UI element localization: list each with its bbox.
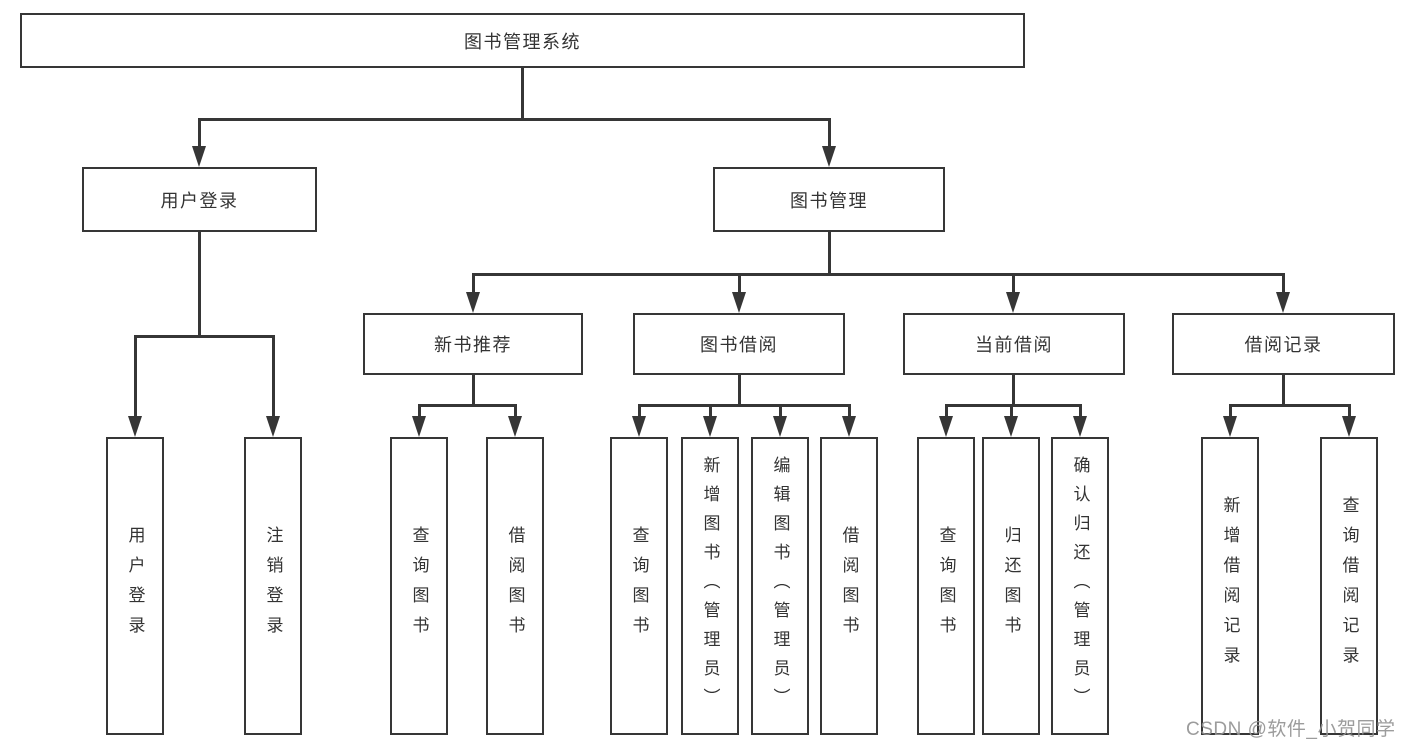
connector-line (272, 335, 275, 416)
connector-line (472, 273, 1284, 276)
leaf-query-books-current: 查询图书 (917, 437, 975, 735)
node-label: 图书借阅 (700, 335, 778, 355)
connector-line (1229, 404, 1350, 407)
connector-line (945, 404, 1081, 407)
connector-line (738, 273, 741, 292)
connector-line (828, 118, 831, 146)
down-arrowhead (1004, 416, 1018, 437)
down-arrowhead (508, 416, 522, 437)
connector-line (198, 118, 830, 121)
leaf-label: 归还图书 (1001, 526, 1021, 646)
connector-line (848, 404, 851, 416)
down-arrowhead (703, 416, 717, 437)
connector-line (418, 404, 516, 407)
down-arrowhead (1223, 416, 1237, 437)
node-new-book-recommendation: 新书推荐 (363, 313, 583, 375)
leaf-label: 注销登录 (263, 526, 283, 646)
connector-line (638, 404, 641, 416)
connector-line (198, 118, 201, 146)
connector-line (779, 404, 782, 416)
down-arrowhead (412, 416, 426, 437)
leaf-query-borrow-record: 查询借阅记录 (1320, 437, 1378, 735)
csdn-watermark: CSDN @软件_小贺同学 (1186, 719, 1396, 740)
connector-line (1229, 404, 1232, 416)
connector-line (514, 404, 517, 416)
leaf-label: 确认归还（管理员） (1070, 455, 1090, 717)
connector-line (198, 232, 201, 335)
down-arrowhead (842, 416, 856, 437)
down-arrowhead (632, 416, 646, 437)
connector-line (521, 68, 524, 118)
down-arrowhead (1342, 416, 1356, 437)
connector-line (1012, 375, 1015, 404)
node-label: 新书推荐 (434, 335, 512, 355)
leaf-return-books: 归还图书 (982, 437, 1040, 735)
node-book-management: 图书管理 (713, 167, 945, 232)
leaf-add-borrow-record: 新增借阅记录 (1201, 437, 1259, 735)
connector-line (1079, 404, 1082, 416)
connector-line (472, 273, 475, 292)
connector-line (1012, 273, 1015, 292)
leaf-label: 查询借阅记录 (1339, 496, 1359, 676)
connector-line (945, 404, 948, 416)
leaf-add-books-admin: 新增图书（管理员） (681, 437, 739, 735)
connector-line (738, 375, 741, 404)
connector-line (638, 404, 850, 407)
node-library-management-system: 图书管理系统 (20, 13, 1025, 68)
leaf-label: 用户登录 (125, 526, 145, 646)
leaf-label: 新增图书（管理员） (700, 455, 720, 717)
connector-line (472, 375, 475, 404)
down-arrowhead (732, 292, 746, 313)
leaf-label: 查询图书 (629, 526, 649, 646)
node-label: 图书管理 (790, 190, 868, 211)
connector-line (709, 404, 712, 416)
node-borrowing-records: 借阅记录 (1172, 313, 1395, 375)
connector-line (1010, 404, 1013, 416)
down-arrowhead (939, 416, 953, 437)
leaf-label: 查询图书 (409, 526, 429, 646)
leaf-confirm-return-admin: 确认归还（管理员） (1051, 437, 1109, 735)
node-current-borrowing: 当前借阅 (903, 313, 1125, 375)
down-arrowhead (822, 146, 836, 167)
node-label: 用户登录 (160, 190, 239, 211)
connector-line (134, 335, 137, 416)
down-arrowhead (466, 292, 480, 313)
leaf-label: 借阅图书 (505, 526, 525, 646)
leaf-logout: 注销登录 (244, 437, 302, 735)
leaf-query-books-borrowing: 查询图书 (610, 437, 668, 735)
leaf-label: 查询图书 (936, 526, 956, 646)
node-label: 借阅记录 (1244, 335, 1323, 355)
connector-line (134, 335, 274, 338)
down-arrowhead (266, 416, 280, 437)
connector-line (1348, 404, 1351, 416)
node-user-login: 用户登录 (82, 167, 317, 232)
leaf-borrow-books-borrowing: 借阅图书 (820, 437, 878, 735)
leaf-user-login: 用户登录 (106, 437, 164, 735)
node-label: 当前借阅 (975, 335, 1053, 355)
node-book-borrowing: 图书借阅 (633, 313, 845, 375)
down-arrowhead (1006, 292, 1020, 313)
down-arrowhead (773, 416, 787, 437)
down-arrowhead (1276, 292, 1290, 313)
down-arrowhead (128, 416, 142, 437)
leaf-label: 借阅图书 (839, 526, 859, 646)
connector-line (418, 404, 421, 416)
down-arrowhead (1073, 416, 1087, 437)
connector-line (828, 232, 831, 273)
leaf-query-books-recommend: 查询图书 (390, 437, 448, 735)
leaf-edit-books-admin: 编辑图书（管理员） (751, 437, 809, 735)
connector-line (1282, 375, 1285, 404)
leaf-borrow-books-recommend: 借阅图书 (486, 437, 544, 735)
connector-line (1282, 273, 1285, 292)
leaf-label: 编辑图书（管理员） (770, 455, 790, 717)
node-label: 图书管理系统 (464, 31, 581, 52)
leaf-label: 新增借阅记录 (1220, 496, 1240, 676)
down-arrowhead (192, 146, 206, 167)
